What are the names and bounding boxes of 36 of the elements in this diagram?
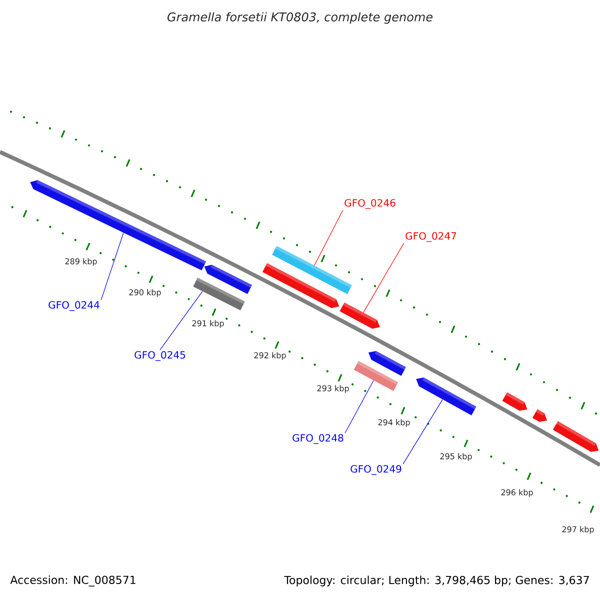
- scale-label: 296 kbp: [501, 489, 533, 497]
- gene-block: [30, 180, 206, 270]
- gene-label: GFO_0247: [406, 232, 456, 242]
- gene-block: [262, 263, 340, 308]
- leader-line: [100, 232, 124, 300]
- gene-label: GFO_0249: [350, 465, 402, 475]
- gene-block: [204, 264, 252, 294]
- gene-block: [502, 392, 528, 411]
- scale-label: 292 kbp: [254, 352, 286, 360]
- gene-block: [193, 278, 245, 310]
- scale-label: 289 kbp: [65, 258, 97, 266]
- gene-label: GFO_0245: [134, 351, 186, 361]
- footer-text: Topology: circular; Length: 3,798,465 bp; Genes: 3,637: [284, 576, 589, 586]
- scale-label: 293 kbp: [317, 385, 349, 393]
- gene-block: [272, 246, 352, 294]
- scale-label: 290 kbp: [129, 289, 161, 297]
- gene-label: GFO_0244: [48, 301, 100, 311]
- leader-line: [160, 291, 203, 350]
- footer-text: Accession: NC_008571: [10, 576, 136, 586]
- leader-line: [344, 380, 374, 434]
- gene-block: [368, 350, 406, 376]
- leader-line: [402, 399, 443, 464]
- scale-label: 295 kbp: [440, 453, 472, 461]
- gene-block: [532, 409, 548, 422]
- scale-label: 297 kbp: [562, 526, 594, 534]
- leader-line: [363, 242, 404, 313]
- gene-block: [552, 421, 599, 452]
- gene-block: [416, 378, 476, 416]
- scale-label: 291 kbp: [192, 320, 224, 328]
- gene-label: GFO_0248: [292, 434, 344, 444]
- gene-block: [354, 360, 398, 392]
- title: Gramella forsetii KT0803, complete genome: [168, 12, 432, 24]
- scale-label: 294 kbp: [378, 419, 410, 427]
- gene-block: [340, 302, 380, 329]
- gene-label: GFO_0246: [344, 199, 396, 209]
- leader-line: [314, 210, 344, 266]
